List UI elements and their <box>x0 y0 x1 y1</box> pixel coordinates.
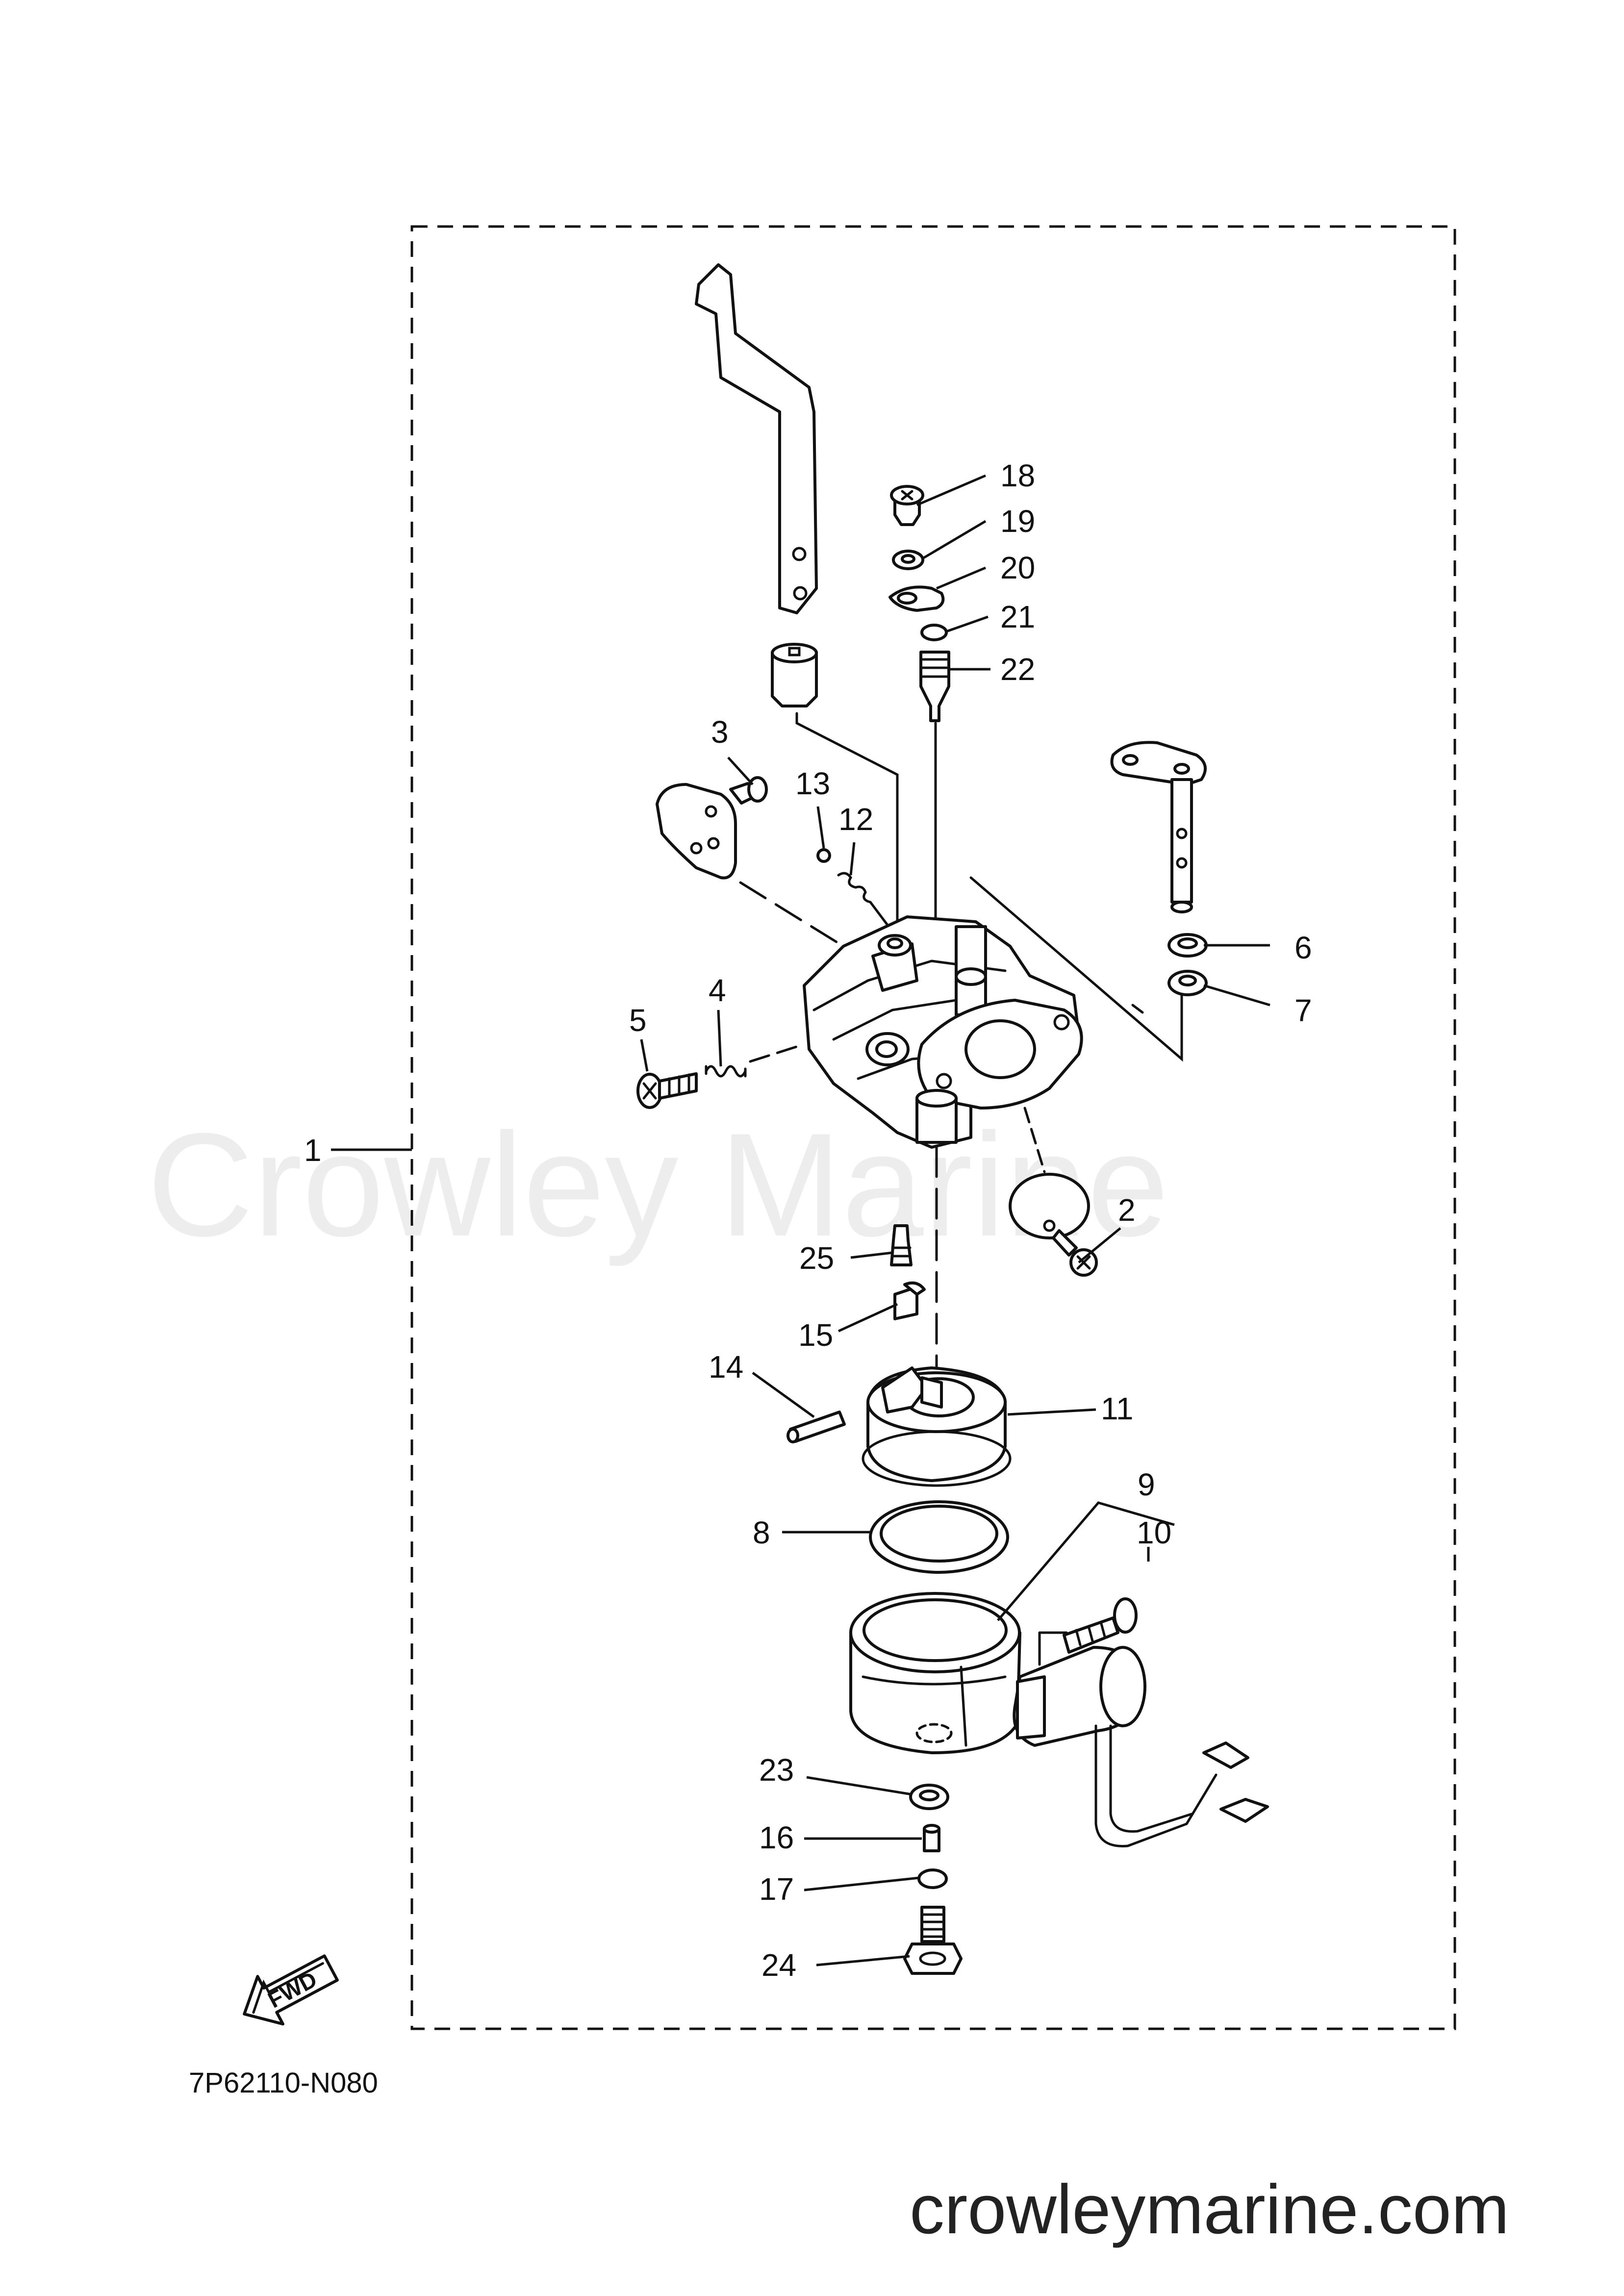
screw-3 <box>729 776 768 805</box>
callout-11: 11 <box>1101 1391 1133 1426</box>
callout-9: 9 <box>1138 1467 1155 1502</box>
callout-16: 16 <box>759 1820 794 1855</box>
callout-20: 20 <box>1000 550 1035 585</box>
watermark: Crowley Marine <box>147 1102 1169 1268</box>
cover-plate <box>656 783 737 880</box>
callout-labels: 1 2 3 4 5 6 7 8 9 10 11 12 13 14 15 16 1… <box>304 458 1312 1983</box>
float-bowl-gasket-8 <box>869 1500 1009 1574</box>
screw-18 <box>890 485 924 526</box>
assembly-boundary <box>410 225 1456 2030</box>
screw-2 <box>1052 1229 1098 1277</box>
callout-17: 17 <box>759 1871 794 1907</box>
leader-lines <box>331 474 1270 1967</box>
choke-shaft <box>1110 741 1207 913</box>
callout-7: 7 <box>1294 993 1312 1028</box>
callout-1: 1 <box>304 1133 322 1168</box>
throttle-valve-plate <box>1009 1173 1090 1239</box>
washer-19 <box>892 550 924 570</box>
float-11 <box>862 1366 1012 1487</box>
callout-22: 22 <box>1000 652 1035 687</box>
callout-5: 5 <box>629 1003 647 1038</box>
needle-valve-25 <box>890 1224 913 1266</box>
seal-7 <box>1167 970 1208 996</box>
pilot-jet-22 <box>919 651 950 722</box>
callout-18: 18 <box>1000 458 1035 493</box>
callout-14: 14 <box>709 1349 743 1385</box>
assembly-line <box>795 712 899 953</box>
callout-3: 3 <box>711 714 729 750</box>
callout-24: 24 <box>761 1947 796 1983</box>
spring-4 <box>705 1065 747 1078</box>
bushing <box>771 643 818 707</box>
callout-23: 23 <box>759 1752 794 1788</box>
assembly-line <box>1023 1107 1046 1173</box>
callout-19: 19 <box>1000 504 1035 539</box>
callout-8: 8 <box>753 1515 770 1550</box>
callout-12: 12 <box>838 802 873 837</box>
assembly-line <box>739 881 845 948</box>
lever-plate-20 <box>888 585 945 612</box>
carburetor-body <box>803 915 1083 1149</box>
diagram-reference-code: 7P62110-N080 <box>189 2067 378 2099</box>
callout-10: 10 <box>1137 1515 1171 1550</box>
callout-25: 25 <box>799 1240 834 1276</box>
callout-4: 4 <box>709 973 726 1008</box>
assembly-line <box>969 876 1183 1062</box>
main-jet-16 <box>923 1824 940 1852</box>
assembly-line <box>1131 1004 1144 1014</box>
callout-2: 2 <box>1118 1192 1136 1228</box>
clip-15 <box>893 1281 926 1320</box>
site-footer: crowleymarine.com <box>910 2170 1509 2248</box>
assembly-line <box>749 1043 806 1063</box>
float-bowl-9 <box>849 1592 1269 1847</box>
forward-direction-arrow: FWD <box>243 1954 339 2026</box>
screw-5 <box>636 1072 698 1109</box>
throttle-lever <box>695 263 818 614</box>
spring-12 <box>837 872 872 904</box>
callout-6: 6 <box>1294 930 1312 965</box>
callout-15: 15 <box>798 1317 833 1353</box>
screw-10 <box>1063 1597 1138 1654</box>
o-ring-17 <box>917 1868 948 1889</box>
o-ring-21 <box>920 624 948 641</box>
ball-13 <box>816 848 831 863</box>
callout-13: 13 <box>795 766 830 801</box>
float-pin-14 <box>787 1411 846 1443</box>
drain-screw-24 <box>903 1906 963 1975</box>
washer-23 <box>909 1784 949 1810</box>
washer-6 <box>1167 933 1208 958</box>
callout-21: 21 <box>1000 599 1035 634</box>
